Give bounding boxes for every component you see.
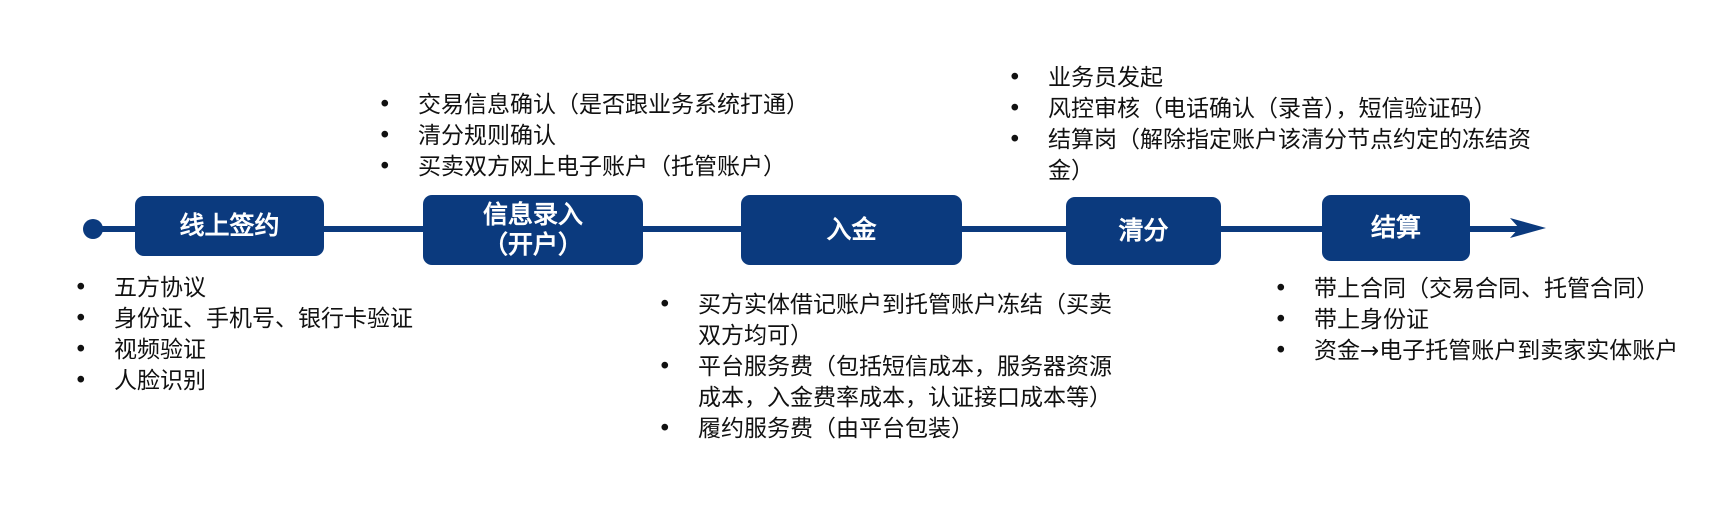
note-item: 人脸识别 [74,366,514,397]
notes-deposit: 买方实体借记账户到托管账户冻结（买卖双方均可） 平台服务费（包括短信成本，服务器… [658,290,1120,445]
note-item: 买卖双方网上电子账户（托管账户） [378,152,878,183]
stage-deposit-label: 入金 [826,215,877,244]
notes-clearing: 业务员发起 风控审核（电话确认（录音），短信验证码） 结算岗（解除指定账户该清分… [1008,63,1568,187]
note-item: 视频验证 [74,335,514,366]
note-item: 履约服务费（由平台包装） [658,414,1120,445]
stage-deposit: 入金 [741,195,962,265]
timeline-arrowhead [1510,218,1546,238]
stage-clearing: 清分 [1066,197,1221,265]
note-item: 五方协议 [74,273,514,304]
note-item: 清分规则确认 [378,121,878,152]
note-item: 带上合同（交易合同、托管合同） [1274,274,1714,305]
note-item: 风控审核（电话确认（录音），短信验证码） [1008,94,1568,125]
notes-settlement: 带上合同（交易合同、托管合同） 带上身份证 资金→电子托管账户到卖家实体账户 [1274,274,1714,367]
stage-info-entry-label: 信息录入 [482,200,583,229]
stage-info-entry-sublabel: （开户） [482,230,583,259]
note-item: 业务员发起 [1008,63,1568,94]
notes-info-entry: 交易信息确认（是否跟业务系统打通） 清分规则确认 买卖双方网上电子账户（托管账户… [378,90,878,183]
stage-info-entry: 信息录入 （开户） [423,195,643,265]
stage-sign-online: 线上签约 [135,196,324,256]
note-item: 平台服务费（包括短信成本，服务器资源成本，入金费率成本，认证接口成本等） [658,352,1120,414]
stage-settlement-label: 结算 [1370,213,1421,242]
timeline-start-dot [83,219,103,239]
stage-settlement: 结算 [1322,195,1470,261]
note-item: 交易信息确认（是否跟业务系统打通） [378,90,878,121]
note-item: 身份证、手机号、银行卡验证 [74,304,514,335]
stage-sign-online-label: 线上签约 [179,211,280,240]
note-item: 资金→电子托管账户到卖家实体账户 [1274,336,1714,367]
stage-clearing-label: 清分 [1118,216,1169,245]
note-item: 带上身份证 [1274,305,1714,336]
note-item: 买方实体借记账户到托管账户冻结（买卖双方均可） [658,290,1120,352]
notes-sign-online: 五方协议 身份证、手机号、银行卡验证 视频验证 人脸识别 [74,273,514,397]
note-item: 结算岗（解除指定账户该清分节点约定的冻结资金） [1008,125,1548,187]
